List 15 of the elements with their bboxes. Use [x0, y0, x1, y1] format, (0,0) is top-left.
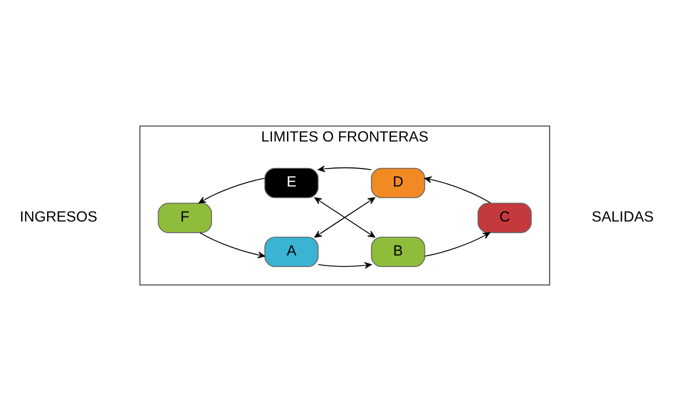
node-box: C [478, 202, 532, 234]
arrow [318, 262, 372, 269]
node-box: B [370, 236, 426, 268]
label: SALIDAS [592, 209, 654, 226]
node-box: D [370, 168, 426, 198]
arrow [314, 197, 376, 238]
arrow [318, 166, 372, 172]
node-box: F [158, 202, 212, 234]
arrow [199, 232, 266, 258]
arrow [198, 178, 266, 204]
arrow [424, 176, 491, 204]
label: INGRESOS [20, 209, 98, 226]
arrow [424, 232, 490, 257]
node-box: A [264, 236, 319, 268]
node-box: E [264, 168, 319, 198]
